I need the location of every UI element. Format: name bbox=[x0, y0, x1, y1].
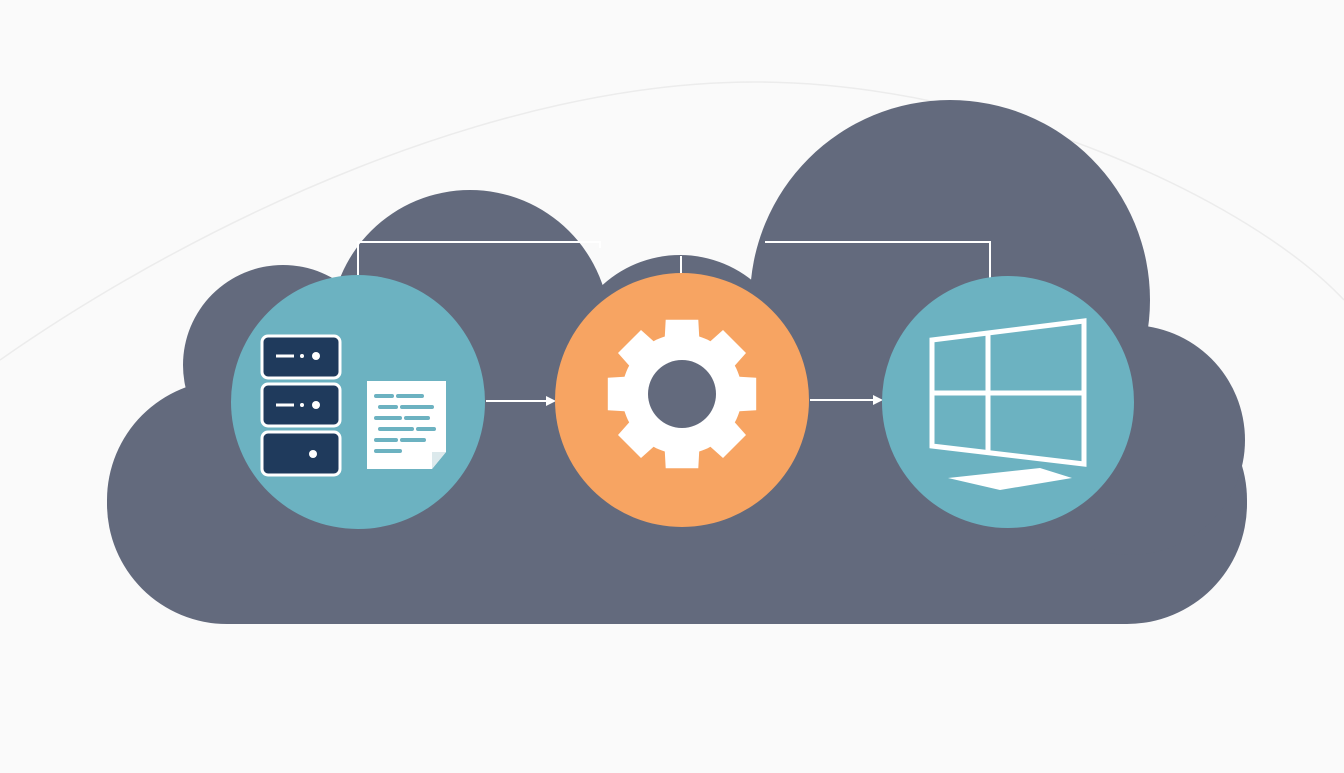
gear-hole bbox=[648, 360, 716, 428]
background-arc bbox=[0, 81, 1344, 361]
connector-lines bbox=[357, 241, 991, 278]
server-rack-icon bbox=[260, 334, 342, 477]
window-display-icon bbox=[929, 318, 1087, 490]
node-processing bbox=[555, 273, 809, 527]
node-output-circle bbox=[882, 276, 1134, 528]
connector-line-right bbox=[765, 241, 991, 278]
gear-icon bbox=[607, 319, 757, 469]
node-output bbox=[882, 276, 1134, 528]
arrow-data-to-processing bbox=[486, 396, 556, 406]
node-data-source bbox=[231, 275, 485, 529]
arrow-processing-to-output bbox=[810, 395, 883, 405]
connector-line-left bbox=[357, 241, 601, 276]
document-icon bbox=[367, 381, 446, 469]
